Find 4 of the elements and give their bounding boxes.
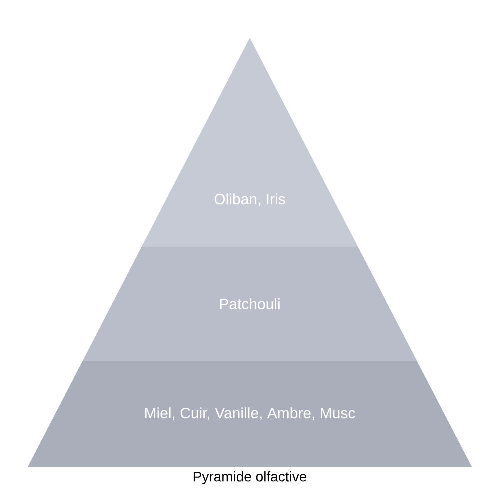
caption: Pyramide olfactive: [194, 471, 307, 485]
pyramid-tier: Patchouli: [82, 247, 418, 361]
pyramid-tier: Miel, Cuir, Vanille, Ambre, Musc: [28, 361, 472, 467]
pyramid-tier: Oliban, Iris: [142, 38, 358, 247]
